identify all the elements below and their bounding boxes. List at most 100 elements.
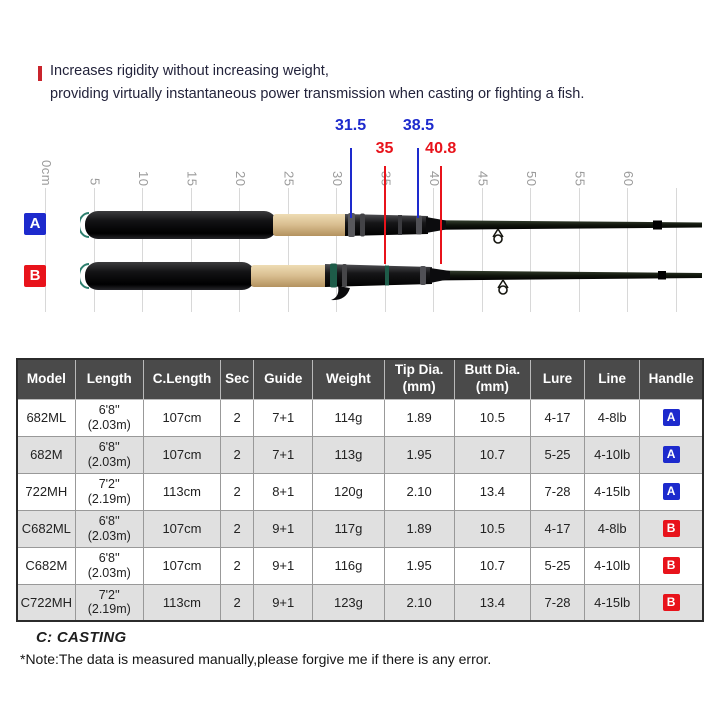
- cell-guide: 7+1: [253, 435, 314, 474]
- cell-handle: B: [639, 583, 704, 622]
- cell-lure: 4-17: [529, 509, 586, 548]
- cell-guide: 9+1: [253, 583, 314, 622]
- cell-handle: A: [639, 398, 704, 437]
- ruler-tick-label: 35: [378, 170, 394, 186]
- rod-b-label: B: [24, 265, 46, 287]
- cell-model: C682M: [16, 546, 76, 585]
- measurement-value: 38.5: [402, 117, 434, 134]
- ruler-gridline: [578, 188, 580, 312]
- cell-line: 4-8lb: [584, 398, 641, 437]
- handle-badge-a: A: [662, 483, 680, 500]
- ruler-gridline: [239, 188, 240, 312]
- rod-b-image: [80, 262, 702, 301]
- column-header-butt-dia: Butt Dia.(mm): [453, 358, 531, 400]
- casting-legend: C: CASTING: [36, 629, 127, 646]
- cell-length: 7'2''(2.19m): [74, 583, 144, 622]
- cell-lure: 7-28: [529, 472, 586, 511]
- cell-tip-dia: 1.95: [383, 546, 455, 585]
- ruler-gridline: [627, 188, 628, 312]
- column-header-line: Line: [584, 358, 641, 400]
- line-guide-icon: [492, 228, 504, 244]
- measurement-line: [417, 148, 420, 218]
- cell-butt-dia: 10.5: [453, 509, 531, 548]
- cell-sec: 2: [220, 435, 255, 474]
- handle-badge-b: B: [662, 593, 680, 611]
- cell-butt-dia: 13.4: [453, 472, 531, 511]
- ruler-tick-label: 20: [233, 170, 248, 186]
- cell-sec: 2: [220, 583, 255, 622]
- ruler-tick-label: 50: [524, 170, 539, 186]
- cell-model: C682ML: [16, 509, 76, 548]
- cell-line: 4-15lb: [584, 583, 641, 622]
- line-guide-icon: [497, 279, 509, 295]
- ruler-tick-label: 25: [281, 170, 297, 186]
- cell-line: 4-8lb: [584, 509, 641, 548]
- column-header-guide: Guide: [253, 358, 314, 400]
- ruler-gridline: [93, 188, 95, 312]
- cell-lure: 7-28: [529, 583, 586, 622]
- cell-guide: 9+1: [253, 546, 314, 585]
- cell-length: 6'8''(2.03m): [74, 509, 144, 548]
- handle-badge-b: B: [662, 520, 680, 537]
- cell-weight: 117g: [312, 509, 385, 548]
- cell-butt-dia: 13.4: [453, 583, 531, 622]
- ruler-gridline: [190, 188, 192, 312]
- cell-c-length: 113cm: [142, 472, 222, 511]
- cell-handle: B: [639, 509, 704, 548]
- ruler-gridline: [45, 188, 46, 312]
- ruler-gridline: [433, 188, 434, 312]
- accent-bar: [38, 66, 42, 81]
- ruler-tick-label: 45: [475, 170, 491, 186]
- column-header-sec: Sec: [220, 358, 255, 400]
- column-header-c-length: C.Length: [142, 358, 222, 400]
- ruler-tick-label: 5: [87, 178, 103, 186]
- ruler-tick-label: 40: [427, 170, 442, 186]
- cell-sec: 2: [220, 472, 255, 511]
- cell-length: 7'2''(2.19m): [74, 472, 144, 511]
- cell-butt-dia: 10.7: [453, 546, 531, 585]
- cell-c-length: 107cm: [142, 435, 222, 474]
- handle-badge-b: B: [662, 557, 680, 574]
- cell-butt-dia: 10.7: [453, 435, 531, 474]
- cell-c-length: 107cm: [142, 546, 222, 585]
- handle-badge-a: A: [662, 446, 680, 463]
- handle-badge-a: A: [662, 409, 680, 426]
- column-header-handle: Handle: [639, 358, 704, 400]
- cell-weight: 113g: [312, 435, 385, 474]
- ruler-gridline: [530, 188, 531, 312]
- cell-model: C722MH: [16, 583, 76, 622]
- cell-c-length: 113cm: [142, 583, 222, 622]
- cell-lure: 5-25: [529, 435, 586, 474]
- ruler-tick-label: 55: [572, 170, 588, 186]
- column-header-tip-dia: Tip Dia.(mm): [383, 358, 455, 400]
- cell-length: 6'8''(2.03m): [74, 546, 144, 585]
- cell-tip-dia: 1.89: [383, 398, 455, 437]
- ruler-tick-label: 15: [184, 170, 200, 186]
- cell-tip-dia: 1.95: [383, 435, 455, 474]
- cell-c-length: 107cm: [142, 398, 222, 437]
- cell-c-length: 107cm: [142, 509, 222, 548]
- measurement-line: [349, 148, 352, 218]
- cell-model: 722MH: [16, 472, 76, 511]
- cell-line: 4-10lb: [584, 435, 641, 474]
- cell-tip-dia: 1.89: [383, 509, 455, 548]
- column-header-weight: Weight: [312, 358, 385, 400]
- ruler-tick-label: 0cm: [39, 159, 54, 186]
- cell-weight: 116g: [312, 546, 385, 585]
- column-header-length: Length: [74, 358, 144, 400]
- rod-a-image: [80, 211, 702, 244]
- cell-model: 682ML: [16, 398, 76, 437]
- cell-line: 4-10lb: [584, 546, 641, 585]
- measurement-line: [383, 166, 386, 264]
- cell-length: 6'8''(2.03m): [74, 435, 144, 474]
- column-header-lure: Lure: [529, 358, 586, 400]
- intro-text-line2: providing virtually instantaneous power …: [50, 86, 585, 102]
- column-header-model: Model: [16, 358, 76, 400]
